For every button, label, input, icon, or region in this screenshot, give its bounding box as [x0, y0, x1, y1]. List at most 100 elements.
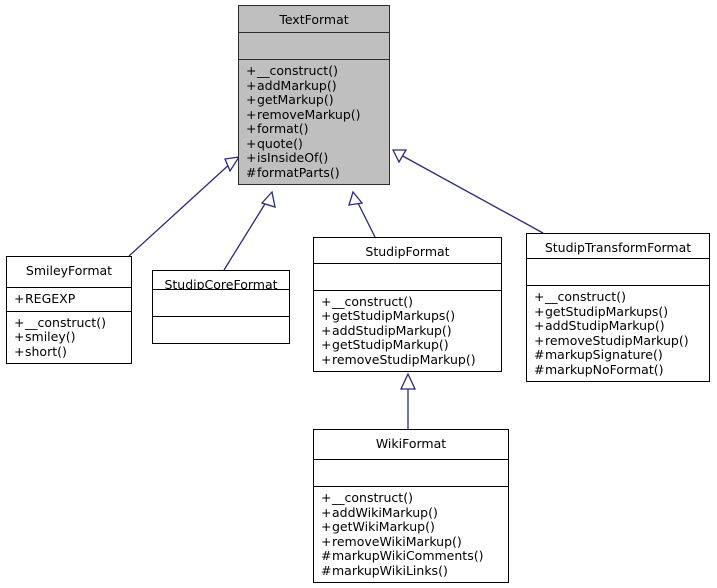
uml-class-studip-transform-format[interactable]: StudipTransformFormat +__construct()+getS… — [526, 233, 710, 382]
visibility-marker: + — [246, 63, 257, 78]
uml-class-studip-format[interactable]: StudipFormat+__construct()+getStudipMark… — [313, 237, 502, 372]
class-section-divider — [7, 287, 131, 288]
generalization-arrowhead-icon — [348, 190, 364, 206]
class-operation: +__construct() — [246, 63, 389, 79]
class-operation: #markupWikiLinks() — [321, 562, 508, 579]
class-operation: +getStudipMarkups() — [534, 303, 709, 320]
operation-label: markupWikiComments() — [332, 548, 484, 563]
operation-label: addMarkup() — [257, 77, 337, 93]
class-operation: +getStudipMarkups() — [321, 308, 501, 324]
visibility-marker: + — [321, 308, 332, 323]
visibility-marker: # — [246, 164, 257, 180]
attribute-label: REGEXP — [25, 291, 76, 306]
visibility-marker: + — [534, 318, 545, 333]
class-name-label: StudipFormat — [365, 244, 450, 259]
visibility-marker: + — [534, 303, 545, 319]
class-operation: +__construct() — [14, 314, 131, 331]
visibility-marker: + — [246, 106, 257, 122]
visibility-marker: + — [246, 135, 257, 151]
class-attributes-section — [239, 33, 389, 59]
visibility-marker: # — [321, 548, 332, 563]
uml-class-smiley-format[interactable]: SmileyFormat+REGEXP+__construct()+smiley… — [6, 256, 132, 364]
class-operation: #formatParts() — [246, 164, 389, 181]
inheritance-edge-studipcore-to-textformat — [223, 190, 276, 271]
visibility-marker: + — [14, 314, 25, 330]
class-operation: +getMarkup() — [246, 92, 389, 108]
class-operation: #markupWikiComments() — [321, 548, 508, 564]
class-operations-section: +__construct()+smiley()+short() — [7, 312, 131, 364]
class-section-divider — [314, 262, 501, 264]
class-operations-section: +__construct()+addMarkup()+getMarkup()+r… — [239, 60, 389, 184]
generalization-arrowhead-icon — [224, 156, 241, 173]
uml-class-text-format[interactable]: TextFormat+__construct()+addMarkup()+get… — [238, 5, 390, 185]
inheritance-edge-smiley-to-textformat — [128, 156, 241, 257]
operation-label: getWikiMarkup() — [332, 519, 435, 534]
class-name-label: SmileyFormat — [25, 263, 113, 278]
class-section-divider — [527, 258, 709, 259]
class-section-divider — [314, 486, 508, 487]
operation-label: markupSignature() — [545, 347, 663, 362]
operation-label: addStudipMarkup() — [332, 322, 452, 338]
operation-label: __construct() — [332, 293, 413, 309]
class-operation: +removeWikiMarkup() — [321, 533, 508, 550]
class-operation: +__construct() — [321, 490, 508, 506]
class-attributes-section — [153, 290, 289, 316]
class-operation: +getStudipMarkup() — [321, 337, 501, 353]
class-attribute: +REGEXP — [14, 291, 131, 307]
operation-label: removeStudipMarkup() — [332, 351, 476, 367]
uml-class-studip-core-format[interactable]: StudipCoreFormat — [152, 270, 290, 344]
operation-label: getMarkup() — [257, 92, 334, 107]
operation-label: formatParts() — [257, 164, 340, 180]
operation-label: __construct() — [25, 314, 106, 330]
class-operation: +getWikiMarkup() — [321, 519, 508, 535]
class-operation: +removeStudipMarkup() — [534, 333, 709, 349]
visibility-marker: # — [534, 361, 545, 377]
operation-label: __construct() — [257, 63, 338, 78]
visibility-marker: + — [321, 293, 332, 309]
class-name-label: StudipCoreFormat — [164, 277, 278, 289]
visibility-marker: + — [321, 519, 332, 534]
visibility-marker: + — [14, 343, 25, 359]
class-section-divider — [527, 285, 709, 286]
visibility-marker: # — [534, 347, 545, 362]
class-operation: +__construct() — [321, 293, 501, 310]
operation-label: removeWikiMarkup() — [332, 533, 462, 549]
class-operation: +addWikiMarkup() — [321, 504, 508, 521]
operation-label: smiley() — [25, 329, 76, 344]
operation-label: addStudipMarkup() — [545, 318, 665, 333]
edge-line — [128, 161, 233, 257]
operation-label: isInsideOf() — [257, 150, 329, 165]
operation-label: getStudipMarkups() — [332, 308, 456, 323]
visibility-marker: + — [246, 77, 257, 93]
class-operation: +quote() — [246, 135, 389, 152]
class-operation: +format() — [246, 121, 389, 137]
class-attributes-section: +REGEXP — [7, 288, 131, 311]
operation-label: addWikiMarkup() — [332, 504, 438, 520]
visibility-marker: + — [321, 322, 332, 338]
class-operations-section: +__construct()+getStudipMarkups()+addStu… — [527, 286, 709, 381]
class-attributes-section — [527, 259, 709, 285]
edge-line — [355, 198, 376, 238]
class-name-label: WikiFormat — [375, 436, 447, 451]
visibility-marker: + — [321, 533, 332, 549]
visibility-marker: + — [14, 291, 25, 306]
class-operations-section: +__construct()+addWikiMarkup()+getWikiMa… — [314, 487, 508, 582]
operation-label: markupWikiLinks() — [332, 562, 448, 578]
operation-label: __construct() — [545, 289, 626, 304]
class-section-divider — [239, 59, 389, 60]
generalization-arrowhead-icon — [260, 190, 276, 208]
visibility-marker: # — [321, 562, 332, 578]
uml-class-wiki-format[interactable]: WikiFormat+__construct()+addWikiMarkup()… — [313, 429, 509, 583]
operation-label: getStudipMarkups() — [545, 303, 669, 319]
class-section-divider — [314, 289, 501, 291]
class-operation: +isInsideOf() — [246, 150, 389, 166]
class-section-divider — [239, 32, 389, 33]
visibility-marker: + — [246, 121, 257, 136]
class-section-divider — [314, 459, 508, 460]
class-operation: #markupNoFormat() — [534, 361, 709, 378]
visibility-marker: + — [321, 504, 332, 520]
visibility-marker: + — [14, 329, 25, 344]
class-name-label: StudipTransformFormat — [544, 240, 692, 255]
operation-label: __construct() — [332, 490, 413, 505]
